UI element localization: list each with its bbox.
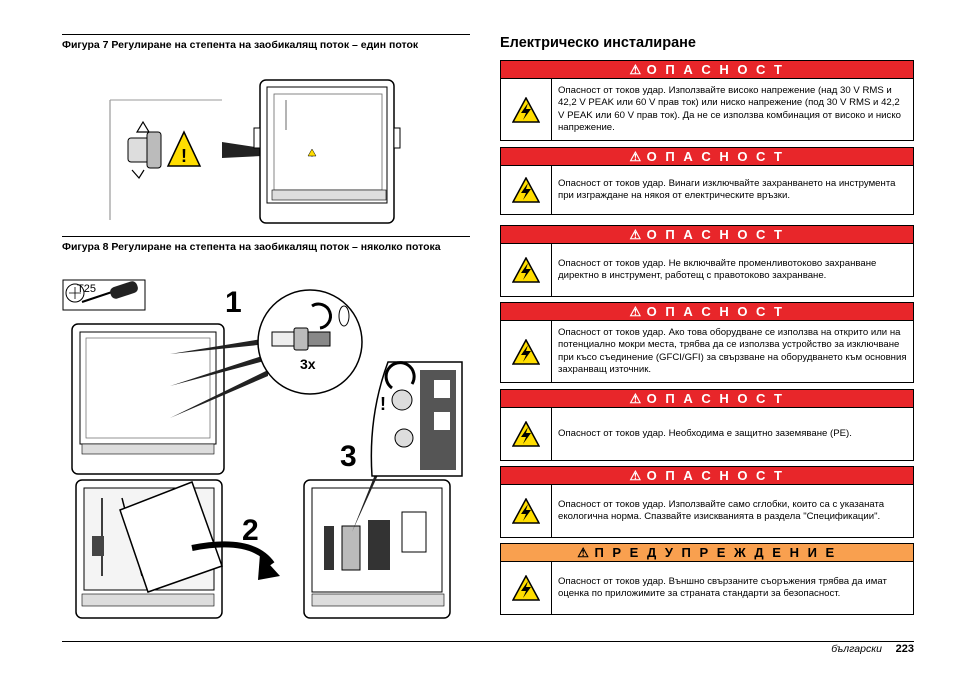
figure7-top-rule [62,34,470,35]
hazard-text: Опасност от токов удар. Използвайте висо… [558,85,901,133]
hazard-box-1: ⚠О П А С Н О С Т Опасност от токов удар.… [500,60,914,141]
repeat-count-label: 3x [300,356,316,372]
hazard-header: ⚠О П А С Н О С Т [501,390,913,408]
electric-shock-icon [501,562,552,614]
electric-shock-icon [501,244,552,296]
tool-label: T25 [77,283,96,295]
svg-text:!: ! [181,146,187,166]
hazard-box-4: ⚠О П А С Н О С Т Опасност от токов удар.… [500,302,914,383]
electric-shock-icon [501,166,552,214]
figure7-caption: Фигура 7 Регулиране на степента на заоби… [62,39,419,51]
warning-header: ⚠П Р Е Д У П Р Е Ж Д Е Н И Е [501,544,913,562]
hazard-box-2: ⚠О П А С Н О С Т Опасност от токов удар.… [500,147,914,215]
footer-language: български [831,643,882,655]
warning-icon: ⚠ [629,468,644,483]
hazard-text: Опасност от токов удар. Ако това оборудв… [558,327,907,375]
electric-shock-icon [501,485,552,537]
warning-icon: ⚠ [629,227,644,242]
hazard-header: ⚠О П А С Н О С Т [501,226,913,244]
hazard-box-3: ⚠О П А С Н О С Т Опасност от токов удар.… [500,225,914,297]
figure8-top-rule [62,236,470,237]
hazard-text: Опасност от токов удар. Необходима е защ… [558,427,852,439]
electric-shock-icon [501,408,552,460]
step-1-label: 1 [225,286,242,319]
hazard-header: ⚠О П А С Н О С Т [501,467,913,485]
warning-icon: ⚠ [629,149,644,164]
hazard-text: Опасност от токов удар. Външно свързанит… [558,575,887,599]
hazard-text: Опасност от токов удар. Винаги изключвай… [558,177,896,201]
warning-icon: ⚠ [629,62,644,77]
hazard-text: Опасност от токов удар. Не включвайте пр… [558,257,877,281]
svg-text:!: ! [380,394,386,414]
electric-shock-icon [501,321,552,382]
hazard-header: ⚠О П А С Н О С Т [501,148,913,166]
hazard-box-6: ⚠О П А С Н О С Т Опасност от токов удар.… [500,466,914,538]
warning-box: ⚠П Р Е Д У П Р Е Ж Д Е Н И Е Опасност от… [500,543,914,615]
section-title: Електрическо инсталиране [500,35,696,51]
warning-icon: ⚠ [577,545,592,560]
step-3-label: 3 [340,440,357,473]
hazard-header: ⚠О П А С Н О С Т [501,303,913,321]
hazard-box-5: ⚠О П А С Н О С Т Опасност от токов удар.… [500,389,914,461]
warning-icon: ⚠ [629,391,644,406]
footer-rule [62,641,914,642]
hazard-text: Опасност от токов удар. Използвайте само… [558,498,885,522]
step-2-label: 2 [242,514,259,547]
page-number: 223 [895,643,914,655]
warning-icon: ⚠ [629,304,644,319]
electric-shock-icon [501,79,552,140]
figure8-illustration: ! [62,279,463,619]
figure7-illustration: ! [109,79,401,224]
hazard-header: ⚠О П А С Н О С Т [501,61,913,79]
figure8-caption: Фигура 8 Регулиране на степента на заоби… [62,241,441,253]
